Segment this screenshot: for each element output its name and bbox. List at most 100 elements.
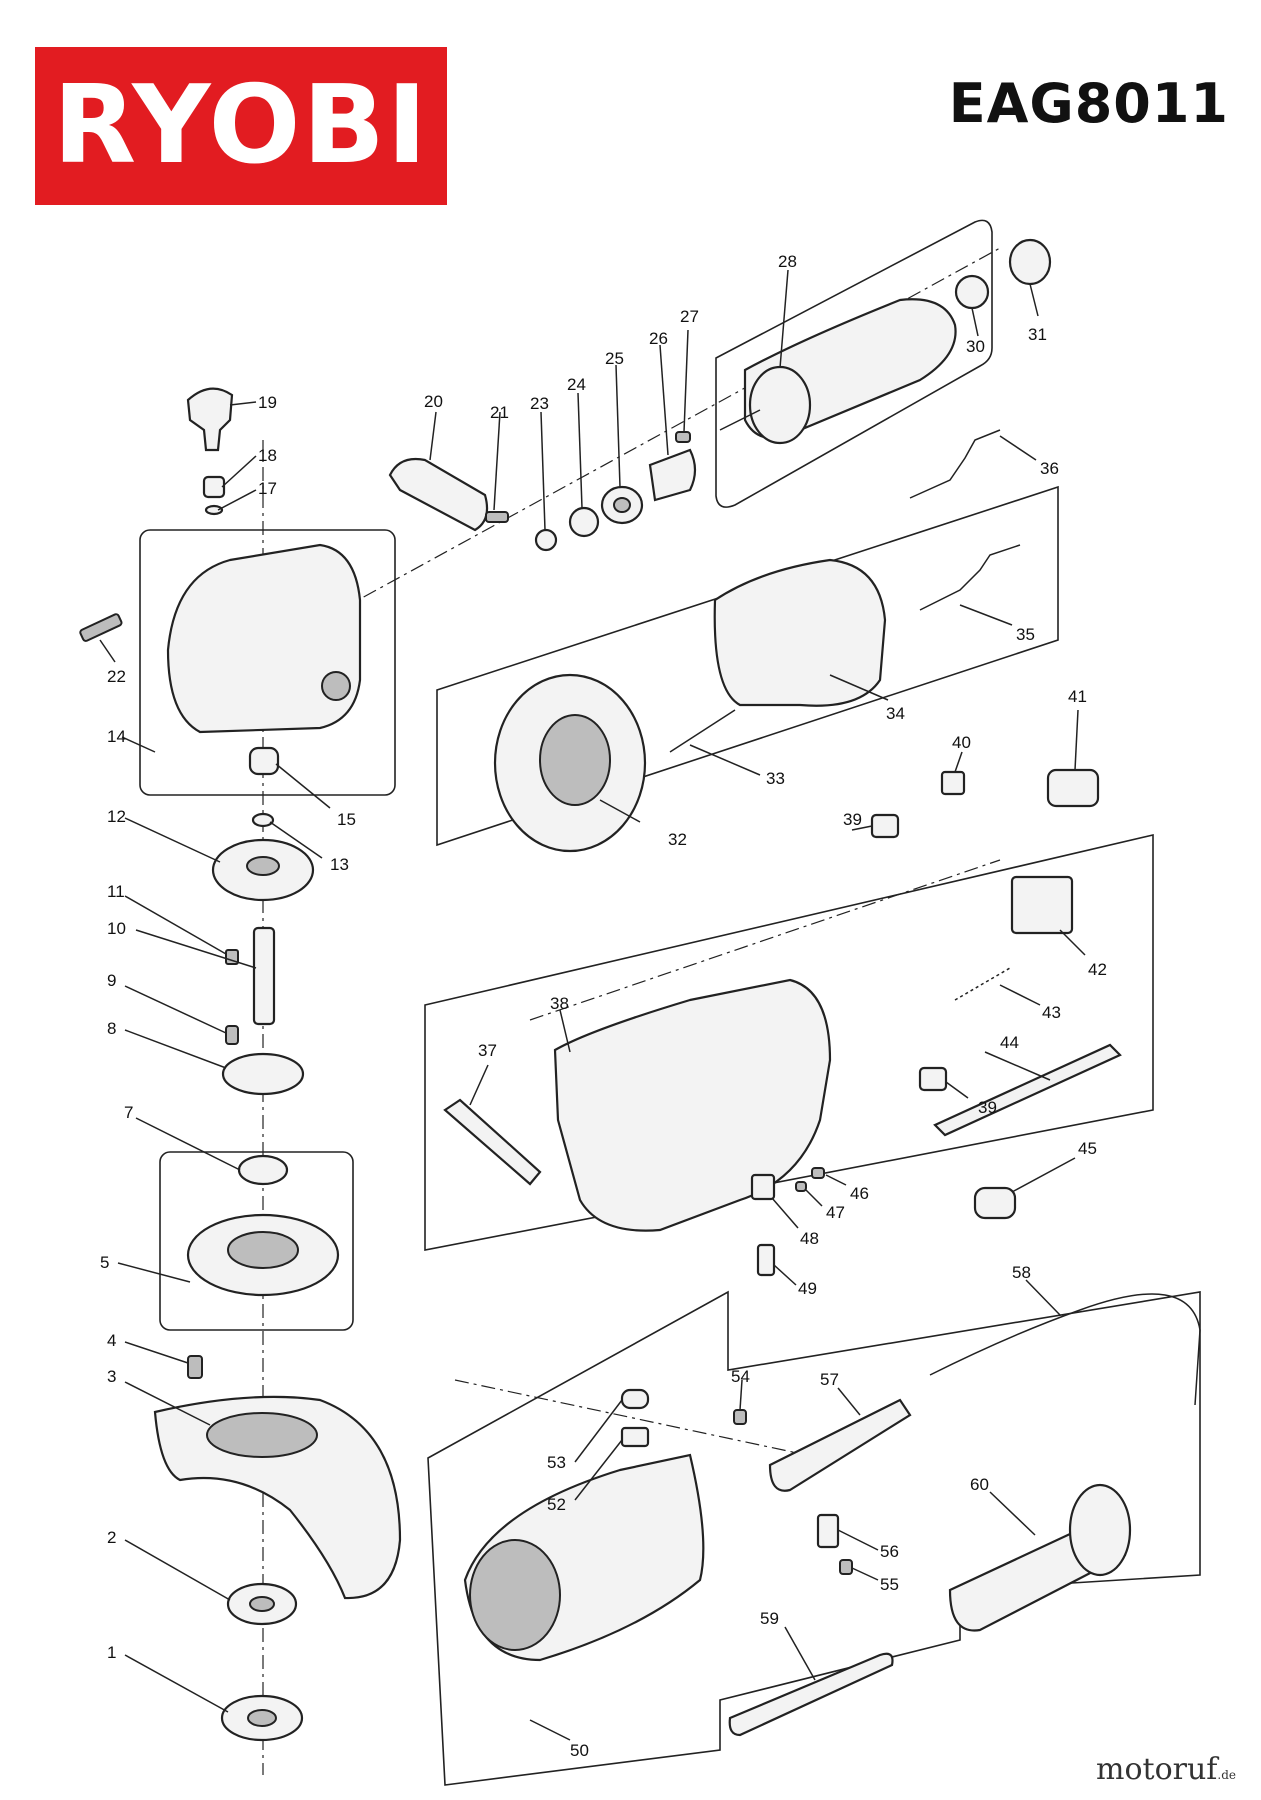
brush-screw-shape (811, 1167, 825, 1179)
housing-screw-shape (79, 613, 123, 642)
callout-35: 35 (1016, 625, 1035, 644)
callout-27: 27 (680, 307, 699, 326)
leader-1 (124, 1654, 229, 1713)
capacitor-shape (1046, 768, 1100, 808)
callout-50: 50 (570, 1741, 589, 1760)
leader-55 (851, 1567, 879, 1581)
callout-3: 3 (107, 1367, 116, 1386)
leader-5 (117, 1262, 191, 1283)
callout-46: 46 (850, 1184, 869, 1203)
leader-46 (825, 1174, 847, 1186)
callout-40: 40 (952, 733, 971, 752)
brush-holder-shape (750, 1173, 776, 1201)
callout-12: 12 (107, 807, 126, 826)
bearing-housing-group-box (159, 1151, 354, 1331)
leader-21 (493, 411, 501, 511)
callout-54: 54 (731, 1367, 750, 1386)
callout-28: 28 (778, 252, 797, 271)
lock-spring-shape (202, 475, 226, 499)
leader-33 (689, 744, 761, 776)
model-number: EAG8011 (948, 72, 1229, 135)
leader-24 (577, 392, 583, 509)
gear-housing-group-box (139, 529, 396, 796)
callout-36: 36 (1040, 459, 1059, 478)
bearing-housing-bore (227, 1231, 299, 1269)
ryobi-logo-text: RYOBI (53, 63, 429, 188)
power-cord-shape (929, 1293, 1201, 1406)
part-53-shape (620, 1388, 650, 1410)
stator-group-box (436, 485, 1059, 847)
leader-11 (124, 895, 227, 955)
leader-8 (124, 1029, 227, 1069)
callout-33: 33 (766, 769, 785, 788)
armature-shaft-shape (719, 409, 761, 431)
bearing-sleeve-shape (1008, 238, 1052, 286)
leader-52 (574, 1439, 623, 1501)
leader-31 (1029, 283, 1039, 317)
callout-22: 22 (107, 667, 126, 686)
leader-49 (773, 1264, 797, 1286)
carbon-brush-shape (756, 1243, 776, 1277)
leader-57 (837, 1387, 861, 1416)
circlip-shape (251, 812, 275, 828)
leader-54 (739, 1379, 743, 1411)
callout-38: 38 (550, 994, 569, 1013)
callout-25: 25 (605, 349, 624, 368)
leader-18 (221, 455, 257, 488)
compression-spring-shape (954, 967, 1011, 1001)
spanner-wrench-shape (728, 1652, 894, 1737)
leader-60 (989, 1491, 1036, 1536)
group-outlines (139, 219, 1201, 1786)
handle-axis-line (454, 1379, 831, 1461)
leader-35 (959, 604, 1013, 626)
leader-26 (659, 344, 669, 456)
callout-9: 9 (107, 971, 116, 990)
leader-lines (99, 269, 1086, 1741)
leader-30 (971, 307, 979, 337)
cord-armor-shape (768, 1398, 912, 1492)
rear-bearing-shape (954, 274, 990, 310)
switch-shape (1010, 875, 1074, 935)
field-lead-36-shape (909, 429, 1001, 499)
rear-housing-opening (469, 1539, 561, 1651)
part-shapes (79, 238, 1201, 1742)
callout-39-lower: 39 (978, 1098, 997, 1117)
leader-56 (837, 1529, 879, 1551)
callout-43: 43 (1042, 1003, 1061, 1022)
callout-39-upper: 39 (843, 810, 862, 829)
leader-10 (135, 929, 257, 969)
bearing-shape (237, 1154, 289, 1186)
callout-32: 32 (668, 830, 687, 849)
leader-39-upper (851, 825, 873, 831)
callout-26: 26 (649, 329, 668, 348)
leader-3 (124, 1381, 211, 1426)
leader-43 (999, 984, 1041, 1006)
callout-47: 47 (826, 1203, 845, 1222)
leader-13 (269, 821, 323, 859)
callout-57: 57 (820, 1370, 839, 1389)
leader-14 (121, 736, 156, 753)
callout-45: 45 (1078, 1139, 1097, 1158)
switch-rod-shape (443, 1098, 542, 1186)
needle-bearing-shape (248, 746, 280, 776)
callout-60: 60 (970, 1475, 989, 1494)
leader-40 (954, 751, 963, 773)
callout-34: 34 (886, 704, 905, 723)
cord-screw-shape (733, 1409, 747, 1425)
bevel-gear-hole (246, 856, 280, 876)
watermark-name: motoruf (1096, 1752, 1218, 1787)
housing-axis-line (529, 859, 1001, 1021)
callout-4: 4 (107, 1331, 116, 1350)
armature-fan-shape (748, 365, 812, 445)
leader-41 (1074, 709, 1079, 771)
callout-10: 10 (107, 919, 126, 938)
woodruff-key-shape (225, 949, 239, 965)
callout-23: 23 (530, 394, 549, 413)
noise-suppressor-shape (940, 770, 966, 796)
leader-12 (124, 817, 221, 863)
callout-8: 8 (107, 1019, 116, 1038)
callout-58: 58 (1012, 1263, 1031, 1282)
pinion-shape (568, 506, 600, 538)
callout-5: 5 (100, 1253, 109, 1272)
lock-nut-hole (247, 1709, 277, 1727)
